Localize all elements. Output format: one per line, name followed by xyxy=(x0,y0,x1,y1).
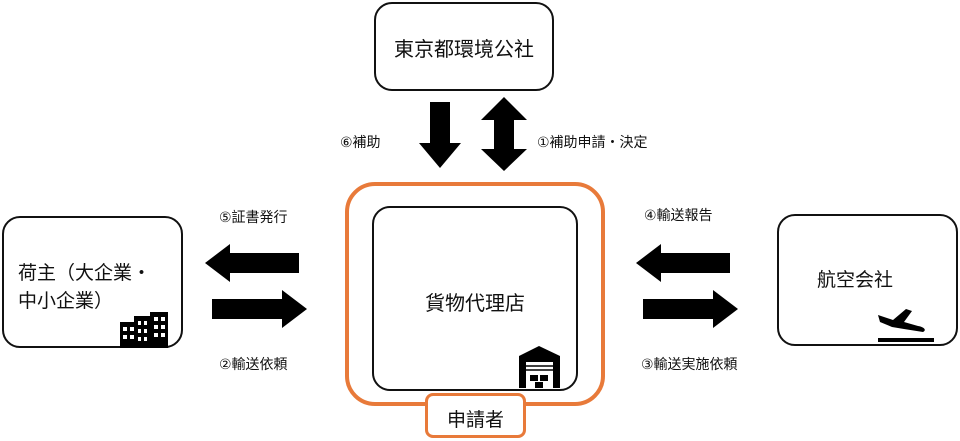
airplane-icon xyxy=(878,309,934,342)
agent-node xyxy=(372,206,578,391)
implementation-request-arrow xyxy=(643,290,738,328)
edge-label-transport-request: ②輸送依頼 xyxy=(219,357,288,373)
transport-request-arrow xyxy=(212,290,307,328)
agent-label: 貨物代理店 xyxy=(425,291,525,315)
buildings-icon xyxy=(120,312,168,348)
shipper-label-line2: 中小企業） xyxy=(18,290,114,312)
edge-label-apply: ①補助申請・決定 xyxy=(537,135,648,151)
airline-label: 航空会社 xyxy=(817,269,894,291)
warehouse-icon xyxy=(519,346,560,388)
edge-label-implementation-request: ③輸送実施依頼 xyxy=(641,357,738,373)
edge-label-transport-report: ④輸送報告 xyxy=(644,208,713,224)
edge-label-certificate: ⑤証書発行 xyxy=(219,210,288,226)
tmg-label: 東京都環境公社 xyxy=(394,37,534,61)
apply-arrow xyxy=(481,97,527,171)
transport-report-arrow xyxy=(636,244,730,282)
applicant-label: 申請者 xyxy=(446,409,504,431)
shipper-label-line1: 荷主（大企業・ xyxy=(18,262,152,284)
certificate-arrow xyxy=(205,244,299,282)
subsidy-arrow xyxy=(419,102,461,168)
airline-node xyxy=(777,214,958,346)
edge-label-subsidy: ⑥補助 xyxy=(340,135,381,151)
applicant-badge xyxy=(425,393,526,438)
tmg-node xyxy=(374,2,554,91)
